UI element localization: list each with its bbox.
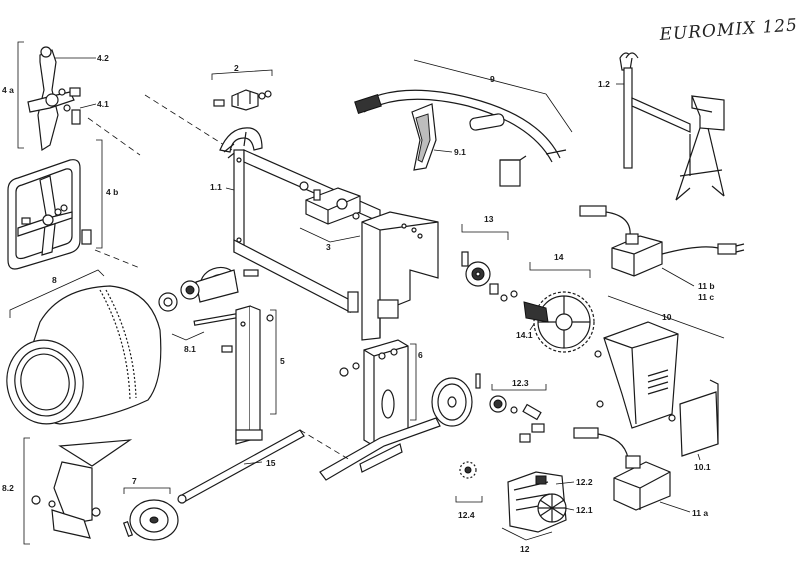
label-3: 3 <box>326 242 331 252</box>
label-8: 8 <box>52 275 57 285</box>
bracket-12-4 <box>455 496 483 503</box>
part-3-bearing-block <box>305 187 361 225</box>
part-9-handle <box>354 89 567 187</box>
label-11a: 11 a <box>692 508 708 518</box>
bracket-2 <box>211 69 273 80</box>
diagram-title: EUROMIX 125 <box>658 15 796 45</box>
nut <box>299 181 309 191</box>
label-12-1: 12.1 <box>576 505 593 515</box>
bracket-12 <box>501 527 553 541</box>
part-10-cover <box>594 321 679 429</box>
label-4b: 4 b <box>106 187 118 197</box>
label-13: 13 <box>484 214 494 224</box>
label-15: 15 <box>266 458 276 468</box>
part-4b-handwheel-frame <box>7 159 92 270</box>
label-5: 5 <box>280 356 285 366</box>
part-12-motor <box>459 461 567 533</box>
label-2: 2 <box>234 63 239 73</box>
part-10-1-back-plate <box>668 379 719 457</box>
label-7: 7 <box>132 476 137 486</box>
label-10: 10 <box>662 312 672 322</box>
label-12-3: 12.3 <box>512 378 529 388</box>
part-8-1-flange <box>158 266 259 326</box>
part-6-center-leg <box>319 339 441 481</box>
part-5-leg <box>221 305 274 445</box>
bracket-13 <box>461 224 509 240</box>
label-1-1: 1.1 <box>210 182 222 192</box>
label-8-2: 8.2 <box>2 483 14 493</box>
part-7-wheel <box>122 499 179 541</box>
part-2-clamp <box>213 89 272 111</box>
label-11b: 11 b <box>698 281 715 291</box>
bracket-12-3 <box>491 384 547 391</box>
bracket-5 <box>270 309 277 415</box>
bracket-8-1 <box>171 331 205 341</box>
label-14-1: 14.1 <box>516 330 533 340</box>
bracket-7 <box>123 487 171 494</box>
part-4a-handwheel-cross <box>27 46 81 152</box>
label-4-2: 4.2 <box>97 53 109 63</box>
bracket-8 <box>9 269 105 318</box>
bracket-14 <box>529 262 591 278</box>
label-12: 12 <box>520 544 530 554</box>
label-14: 14 <box>554 252 564 262</box>
part-12-3-small-parts <box>489 395 545 443</box>
bracket-3 <box>299 227 361 243</box>
part-11a-motor-switch <box>573 427 671 511</box>
label-9: 9 <box>490 74 495 84</box>
label-11c: 11 c <box>698 292 714 302</box>
label-4a: 4 a <box>2 85 14 95</box>
label-9-1: 9.1 <box>454 147 466 157</box>
part-frame-upright <box>361 211 439 341</box>
label-6: 6 <box>418 350 423 360</box>
part-14-gear-wheel <box>510 290 595 353</box>
bracket-4b <box>96 139 103 249</box>
bracket-9 <box>413 59 573 133</box>
bracket-8-2 <box>23 437 30 545</box>
label-12-4: 12.4 <box>458 510 475 520</box>
part-1-2-stand <box>619 52 725 201</box>
part-8-mixer-drum <box>6 285 162 425</box>
part-11b-switch <box>579 205 745 277</box>
label-8-1: 8.1 <box>184 344 196 354</box>
part-13-pinion <box>461 251 508 302</box>
part-belt-pulley <box>431 373 481 427</box>
part-1-1-main-frame <box>219 127 381 313</box>
bracket-6 <box>410 343 417 421</box>
part-8-2-mixing-blades <box>31 439 133 539</box>
bracket-10 <box>607 295 725 339</box>
label-12-2: 12.2 <box>576 477 593 487</box>
bracket-4a <box>17 41 24 149</box>
label-10-1: 10.1 <box>694 462 711 472</box>
part-15-axle <box>177 429 305 504</box>
label-4-1: 4.1 <box>97 99 109 109</box>
label-1-2: 1.2 <box>598 79 610 89</box>
